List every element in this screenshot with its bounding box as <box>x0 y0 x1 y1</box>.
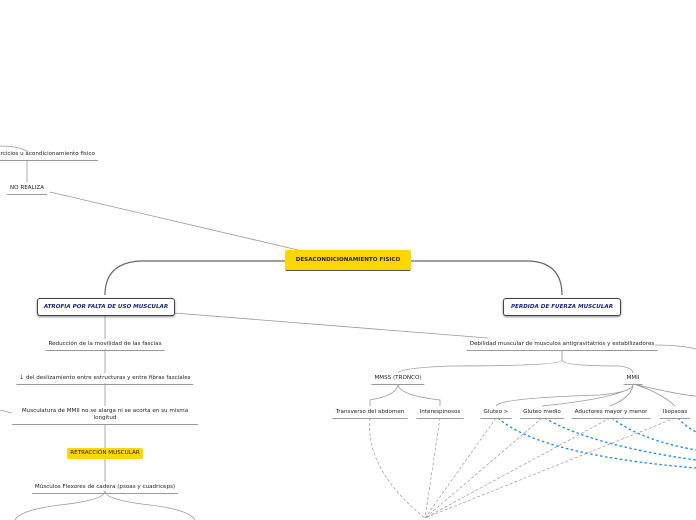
connector-root-right <box>411 260 563 296</box>
node-deslizamiento[interactable]: ↓ del deslizamiento entre estructuras y … <box>16 374 194 385</box>
connector-root-left <box>104 260 285 296</box>
node-reduccion-fascias[interactable]: Reducción de la movilidad de las fascias <box>45 340 165 351</box>
dashed-gluteo-max <box>424 417 497 519</box>
blue-dashed-1 <box>497 417 696 469</box>
blue-dashed-2 <box>544 417 696 461</box>
node-mmii[interactable]: MMII <box>623 374 643 385</box>
connector-debilidad-right <box>654 344 696 350</box>
node-gluteo-medio[interactable]: Gluteo medio <box>520 408 564 419</box>
node-flexores-cadera[interactable]: Músculos Flexores de cadera (psoas y cua… <box>31 483 179 494</box>
node-mmss[interactable]: MMSS (TRONCO) <box>371 374 425 385</box>
dashed-iliopsoas <box>424 417 676 519</box>
root-node[interactable]: DESACONDICIONAMIENTO FISICO <box>285 250 411 271</box>
node-interespinosos[interactable]: Interespinosos <box>416 408 464 419</box>
node-debilidad[interactable]: Debilidad muscular de musculos antigravi… <box>466 340 658 351</box>
node-transverso[interactable]: Transverso del abdomen <box>332 408 408 419</box>
connector-mmii-children <box>495 383 696 407</box>
node-no-realiza[interactable]: NO REALIZA <box>6 184 48 195</box>
connector-noreal-root <box>49 191 299 251</box>
connector-mmss-children <box>369 383 441 406</box>
connector-debilidad-groups <box>397 350 634 374</box>
tag-retraccion[interactable]: RETRACCIÓN MUSCULAR <box>67 448 143 459</box>
node-musculatura-mmii[interactable]: Musculatura de MMII no se alarga ni se a… <box>12 408 198 425</box>
connector-atrofia-debilidad <box>173 312 489 339</box>
connector-exercise-offscreen <box>0 145 29 153</box>
blue-dashed-4 <box>677 417 696 433</box>
connector-musculatura-left <box>0 409 13 414</box>
node-exercise[interactable]: ercicios u acondicionamiento fisico <box>0 150 98 161</box>
node-iliopsoas[interactable]: Iliopsoas <box>659 408 691 419</box>
main-node-perdida[interactable]: PERDIDA DE FUERZA MUSCULAR <box>503 298 621 316</box>
node-gluteo-max[interactable]: Gluteo > <box>480 408 512 419</box>
node-aductores[interactable]: Aductores mayor y menor <box>571 408 651 419</box>
dashed-transverso <box>369 417 426 519</box>
dashed-interespinosos <box>424 417 441 519</box>
dashed-aductores <box>424 417 611 519</box>
dashed-gluteo-medio <box>424 417 543 519</box>
connector-flexores-split <box>14 490 196 520</box>
main-node-atrofia[interactable]: ATROFIA POR FALTA DE USO MUSCULAR <box>37 298 175 316</box>
